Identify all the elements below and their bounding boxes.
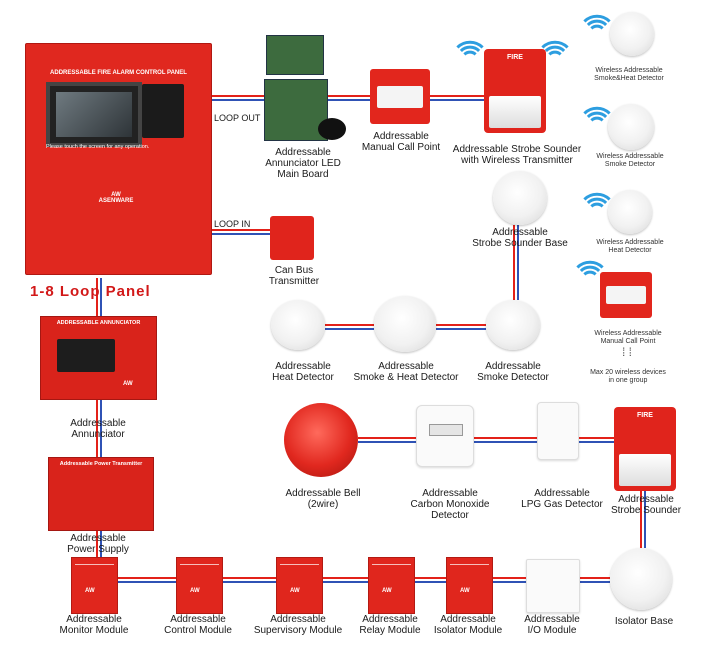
wifi-icon-1-arc bbox=[590, 24, 604, 30]
isolator-base-device bbox=[610, 548, 672, 610]
panel-title: ADDRESSABLE FIRE ALARM CONTROL PANEL bbox=[50, 70, 187, 76]
smoke-heat-detector-device bbox=[374, 296, 436, 352]
io-module-device bbox=[526, 559, 580, 613]
wifi-icon-6-arc bbox=[541, 40, 569, 49]
wifi-icon-3-arc bbox=[590, 202, 604, 208]
wifi-icon-4-arc bbox=[576, 260, 604, 269]
supervisory-module-device: AW bbox=[276, 557, 323, 614]
loop-wiring bbox=[96, 95, 646, 583]
bell-device bbox=[284, 403, 358, 477]
buzzer-icon bbox=[318, 118, 346, 140]
smoke-detector-device bbox=[486, 300, 540, 350]
wifi-icon-2-arc bbox=[586, 111, 608, 119]
wifi-icon-1-arc bbox=[583, 14, 611, 23]
wifi-icon-3-arc bbox=[586, 197, 608, 205]
isolator-module-device: AW bbox=[446, 557, 493, 614]
control-module-device: AW bbox=[176, 557, 223, 614]
wifi-icon-3-arc bbox=[583, 192, 611, 201]
led-board-upper bbox=[266, 35, 324, 75]
wireless-heat-detector bbox=[608, 190, 652, 234]
wifi-icon-1-arc bbox=[586, 19, 608, 27]
ellipsis-dots: ⁞ ⁞ bbox=[621, 345, 632, 359]
strobe-sounder-wireless-device: FIRE bbox=[484, 49, 546, 133]
wifi-icon-6-arc bbox=[544, 45, 566, 53]
wifi-icon-4-arc bbox=[579, 265, 601, 273]
strobe-sounder-base-device bbox=[493, 171, 547, 225]
power-box-title: Addressable Power Transmitter bbox=[59, 461, 143, 467]
loop-in-label: LOOP IN bbox=[214, 219, 251, 229]
panel-caption: 1-8 Loop Panel bbox=[30, 283, 151, 300]
monitor-module-device: AW bbox=[71, 557, 118, 614]
power-supply-device: Addressable Power Transmitter bbox=[48, 457, 154, 531]
can-bus-transmitter-device bbox=[270, 216, 314, 260]
wifi-icon-5-arc bbox=[456, 40, 484, 49]
fire-alarm-control-panel: ADDRESSABLE FIRE ALARM CONTROL PANEL Ple… bbox=[25, 43, 212, 275]
annunciator-box-title: ADDRESSABLE ANNUNCIATOR bbox=[56, 320, 141, 326]
wifi-icon-6-arc bbox=[548, 50, 562, 56]
strobe-sounder-device: FIRE bbox=[614, 407, 676, 491]
lpg-detector-device bbox=[537, 402, 579, 460]
led-board-lower bbox=[264, 79, 328, 141]
panel-touchscreen bbox=[46, 82, 142, 147]
wireless-manual-call-point bbox=[600, 272, 652, 318]
wifi-icon-2-arc bbox=[590, 116, 604, 122]
co-detector-device bbox=[416, 405, 474, 467]
wireless-smoke-detector bbox=[608, 104, 654, 150]
wifi-icon-5-arc bbox=[459, 45, 481, 53]
wireless-smoke-heat-detector bbox=[610, 12, 654, 56]
bell-label: Addressable Bell(2wire) bbox=[285, 488, 361, 510]
wifi-icon-5-arc bbox=[463, 50, 477, 56]
wifi-icon-4-arc bbox=[583, 270, 597, 276]
wireless-signals bbox=[456, 14, 611, 276]
isolator-base-label: Isolator Base bbox=[614, 616, 674, 627]
manual-call-point-device bbox=[370, 69, 430, 124]
heat-detector-device bbox=[271, 300, 325, 350]
loop-out-label: LOOP OUT bbox=[214, 113, 261, 123]
wifi-icon-2-arc bbox=[583, 106, 611, 115]
panel-hint: Please touch the screen for any operatio… bbox=[46, 144, 150, 150]
relay-module-device: AW bbox=[368, 557, 415, 614]
panel-keypad bbox=[142, 84, 184, 138]
annunciator-device: ADDRESSABLE ANNUNCIATOR AW bbox=[40, 316, 157, 400]
